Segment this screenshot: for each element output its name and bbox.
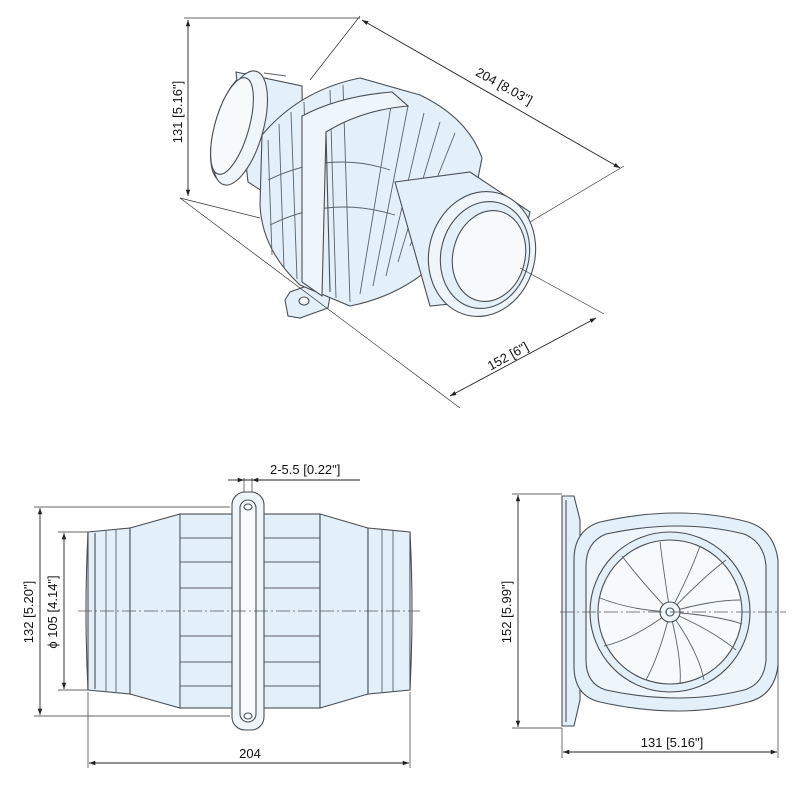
iso-dimension-height: 131 [5.16"] [170, 17, 360, 219]
side-view: 2-5.5 [0.22"] 132 [5.20"] ϕ 105 [4.14"] … [21, 462, 420, 768]
isometric-view: 131 [5.16"] 204 [8.03"] 152 [6"] [170, 15, 625, 409]
end-width-label: 131 [5.16"] [641, 735, 703, 750]
iso-height-label: 131 [5.16"] [170, 81, 185, 143]
side-dimension-length: 204 [87, 692, 411, 768]
side-dimension-hole: 2-5.5 [0.22"] [228, 462, 360, 492]
end-dimension-width: 131 [5.16"] [561, 666, 779, 758]
iso-front-tube [394, 171, 537, 318]
end-dimension-height: 152 [5.99"] [499, 493, 562, 729]
iso-mount-hole [298, 296, 310, 306]
side-outer-dia-label: 132 [5.20"] [21, 581, 36, 643]
side-mount-hole-top [243, 503, 253, 511]
side-dimension-outer: 132 [5.20"] [21, 506, 230, 717]
side-length-label: 204 [239, 746, 261, 761]
end-view: 152 [5.99"] 131 [5.16"] [499, 493, 786, 758]
side-mount-hole-bottom [243, 712, 253, 720]
side-inner-dia-label: ϕ 105 [4.14"] [45, 575, 60, 648]
side-dimension-inner: ϕ 105 [4.14"] [45, 531, 88, 691]
end-height-label: 152 [5.99"] [499, 581, 514, 643]
side-hole-label: 2-5.5 [0.22"] [270, 462, 340, 477]
